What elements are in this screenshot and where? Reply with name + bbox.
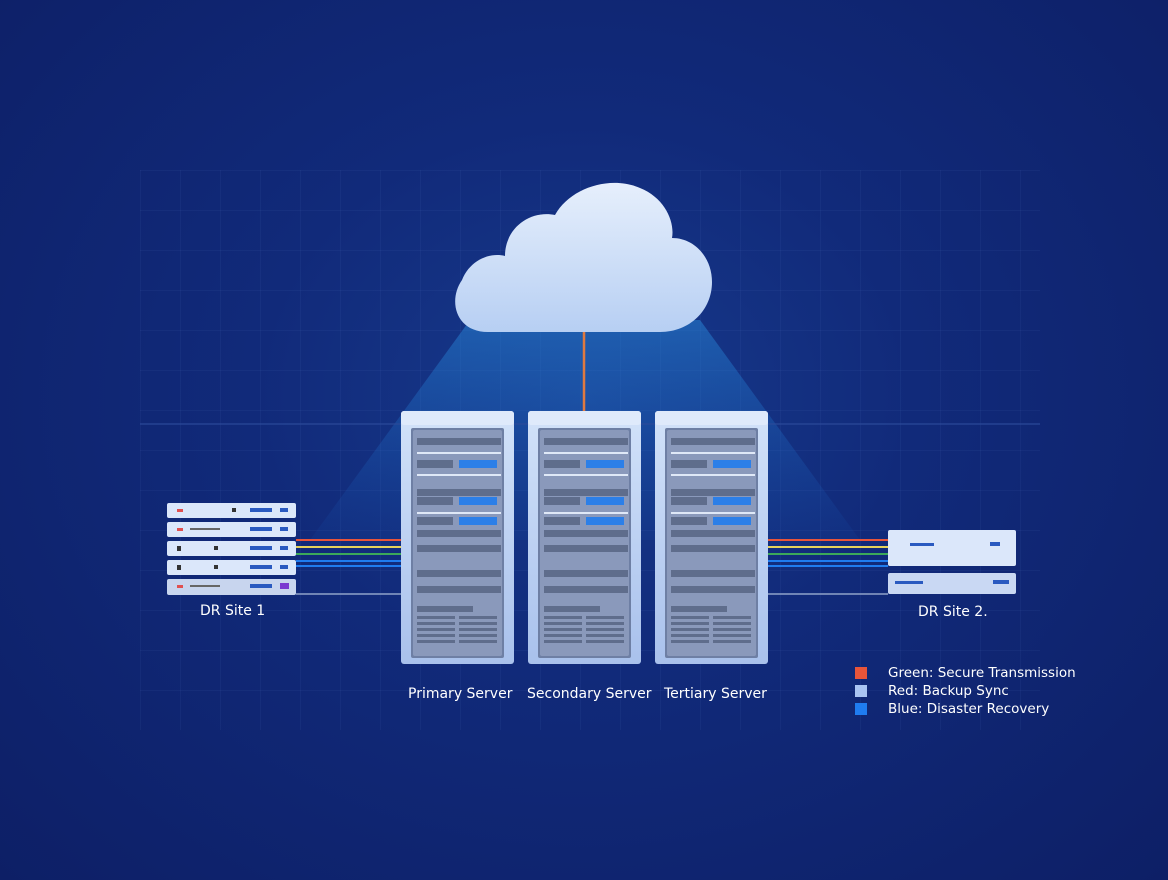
primary-server-label: Primary Server <box>408 686 513 702</box>
legend-item: Blue: Disaster Recovery <box>855 700 1076 718</box>
rack-unit <box>167 522 296 537</box>
dr-site-2-label: DR Site 2. <box>918 604 988 620</box>
legend-swatch <box>855 703 867 715</box>
legend-swatch <box>855 667 867 679</box>
rack-unit <box>167 541 296 556</box>
dr-site-1-rack <box>167 503 296 595</box>
primary-server-tower <box>401 411 514 664</box>
rack-unit <box>167 503 296 518</box>
right-wires <box>768 539 888 595</box>
dr-site-2-rack <box>888 530 1016 594</box>
left-wires <box>296 539 402 595</box>
legend-label: Red: Backup Sync <box>888 683 1009 699</box>
legend-label: Blue: Disaster Recovery <box>888 701 1050 717</box>
tertiary-server-label: Tertiary Server <box>664 686 767 702</box>
cloud-icon <box>455 182 712 332</box>
secondary-server-tower <box>528 411 641 664</box>
legend-swatch <box>855 685 867 697</box>
legend: Green: Secure Transmission Red: Backup S… <box>855 664 1076 718</box>
dr-site-1-label: DR Site 1 <box>200 603 266 619</box>
legend-item: Green: Secure Transmission <box>855 664 1076 682</box>
tertiary-server-tower <box>655 411 768 664</box>
legend-label: Green: Secure Transmission <box>888 665 1076 681</box>
rack-unit <box>167 560 296 575</box>
secondary-server-label: Secondary Server <box>527 686 652 702</box>
legend-item: Red: Backup Sync <box>855 682 1076 700</box>
rack-unit <box>167 579 296 595</box>
